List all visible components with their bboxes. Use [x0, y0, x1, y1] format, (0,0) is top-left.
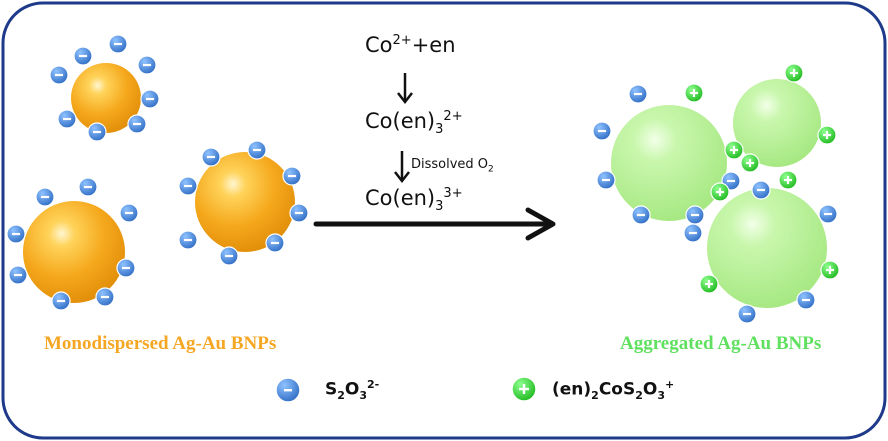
- minus-circle-icon: [628, 84, 648, 104]
- green-nanoparticle: [733, 79, 821, 167]
- plus-circle-icon: [778, 170, 798, 190]
- plus-circle-icon: [817, 125, 837, 145]
- minus-circle-icon: [95, 287, 115, 307]
- reaction-condition: Dissolved O2: [411, 157, 494, 175]
- minus-circle-icon: [282, 166, 302, 186]
- gold-nanoparticle: [195, 152, 295, 252]
- gold-nanoparticle: [71, 63, 141, 133]
- legend-negative-label: S2O32-: [325, 378, 380, 403]
- minus-circle-icon: [78, 177, 98, 197]
- minus-circle-icon: [140, 89, 160, 109]
- gold-nanoparticle: [23, 201, 125, 303]
- minus-circle-icon: [631, 205, 651, 225]
- minus-circle-icon: [219, 246, 239, 266]
- plus-circle-icon: [699, 274, 719, 294]
- minus-circle-icon: [265, 233, 285, 253]
- minus-circle-icon: [289, 203, 309, 223]
- green-nanoparticle: [707, 188, 827, 308]
- down-arrow-icon: [394, 151, 410, 184]
- plus-circle-icon: [724, 140, 744, 160]
- legend-positive-icon: [511, 376, 537, 402]
- minus-circle-icon: [796, 290, 816, 310]
- minus-circle-icon: [119, 203, 139, 223]
- minus-circle-icon: [751, 180, 771, 200]
- plus-circle-icon: [710, 182, 730, 202]
- minus-circle-icon: [596, 170, 616, 190]
- reaction-step-1: Co2++en: [365, 33, 456, 57]
- minus-circle-icon: [247, 140, 267, 160]
- legend-negative-icon: [275, 377, 301, 403]
- minus-circle-icon: [818, 204, 838, 224]
- minus-circle-icon: [8, 265, 28, 285]
- left-np-label: Monodispersed Ag-Au BNPs: [44, 333, 277, 354]
- plus-circle-icon: [740, 153, 760, 173]
- reaction-arrow-icon: [313, 207, 556, 241]
- legend-positive-label: (en)2CoS2O3+: [552, 378, 675, 403]
- minus-circle-icon: [137, 55, 157, 75]
- plus-circle-icon: [684, 83, 704, 103]
- minus-circle-icon: [737, 304, 757, 324]
- green-nanoparticle: [611, 105, 727, 221]
- minus-circle-icon: [35, 187, 55, 207]
- minus-circle-icon: [683, 223, 703, 243]
- minus-circle-icon: [73, 46, 93, 66]
- right-np-label: Aggregated Ag-Au BNPs: [620, 333, 822, 354]
- minus-circle-icon: [178, 230, 198, 250]
- plus-circle-icon: [784, 63, 804, 83]
- minus-circle-icon: [57, 109, 77, 129]
- minus-circle-icon: [108, 34, 128, 54]
- minus-circle-icon: [49, 65, 69, 85]
- minus-circle-icon: [201, 147, 221, 167]
- minus-circle-icon: [685, 205, 705, 225]
- plus-circle-icon: [820, 260, 840, 280]
- minus-circle-icon: [87, 122, 107, 142]
- reaction-step-3: Co(en)33+: [365, 186, 463, 215]
- minus-circle-icon: [116, 258, 136, 278]
- reaction-step-2: Co(en)32+: [365, 109, 463, 138]
- down-arrow-icon: [397, 73, 413, 105]
- minus-circle-icon: [6, 224, 26, 244]
- minus-circle-icon: [592, 121, 612, 141]
- minus-circle-icon: [178, 176, 198, 196]
- minus-circle-icon: [127, 114, 147, 134]
- minus-circle-icon: [51, 291, 71, 311]
